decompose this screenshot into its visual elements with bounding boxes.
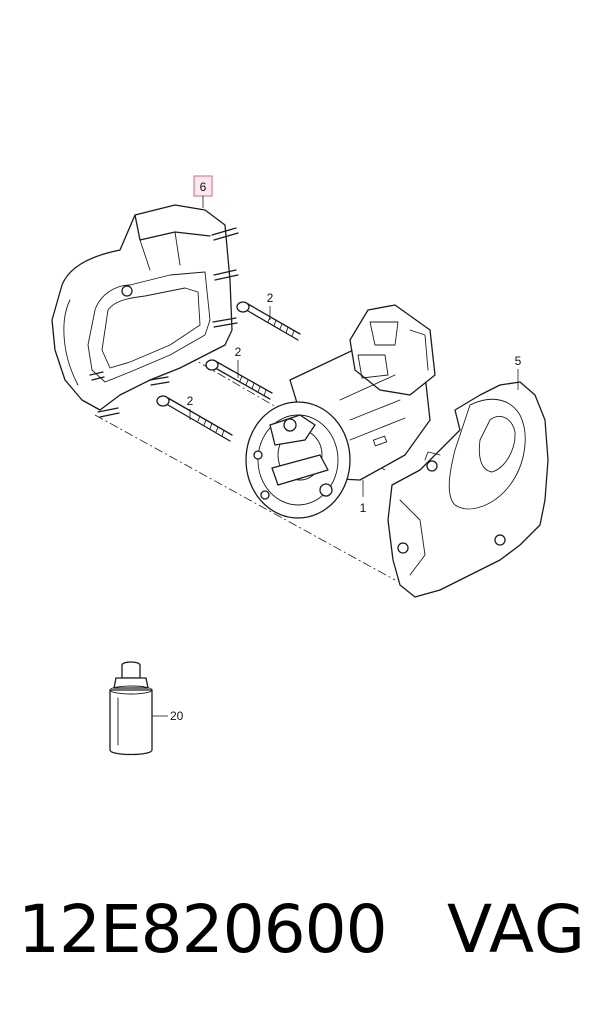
callout-compressor: 1 — [360, 480, 367, 515]
callout-label-20: 20 — [170, 709, 184, 723]
bolt-lower — [156, 395, 233, 442]
brand-name: VAG — [446, 891, 586, 968]
callout-oil-bottle: 20 — [152, 709, 184, 723]
callout-cover: 6 — [193, 175, 213, 208]
callout-label-6: 6 — [200, 180, 207, 194]
callout-label-2-middle: 2 — [235, 345, 242, 359]
callout-bolt-lower: 2 — [187, 394, 194, 420]
part-number: 12E820600 — [18, 891, 388, 968]
footer: 12E820600 VAG — [0, 880, 600, 980]
ac-compressor — [245, 304, 436, 519]
callout-label-2-lower: 2 — [187, 394, 194, 408]
bracket — [387, 381, 549, 598]
callout-label-5: 5 — [515, 354, 522, 368]
callout-label-2-upper: 2 — [267, 291, 274, 305]
callout-bracket: 5 — [515, 354, 522, 390]
cover-housing — [51, 204, 239, 418]
parts-diagram: 6 2 2 2 1 5 20 — [51, 175, 549, 756]
bolt-middle — [205, 359, 273, 400]
callout-label-1: 1 — [360, 501, 367, 515]
bolt-upper — [236, 301, 301, 341]
callout-bolt-upper: 2 — [267, 291, 274, 320]
oil-bottle — [109, 661, 153, 756]
callout-bolt-middle: 2 — [235, 345, 242, 378]
